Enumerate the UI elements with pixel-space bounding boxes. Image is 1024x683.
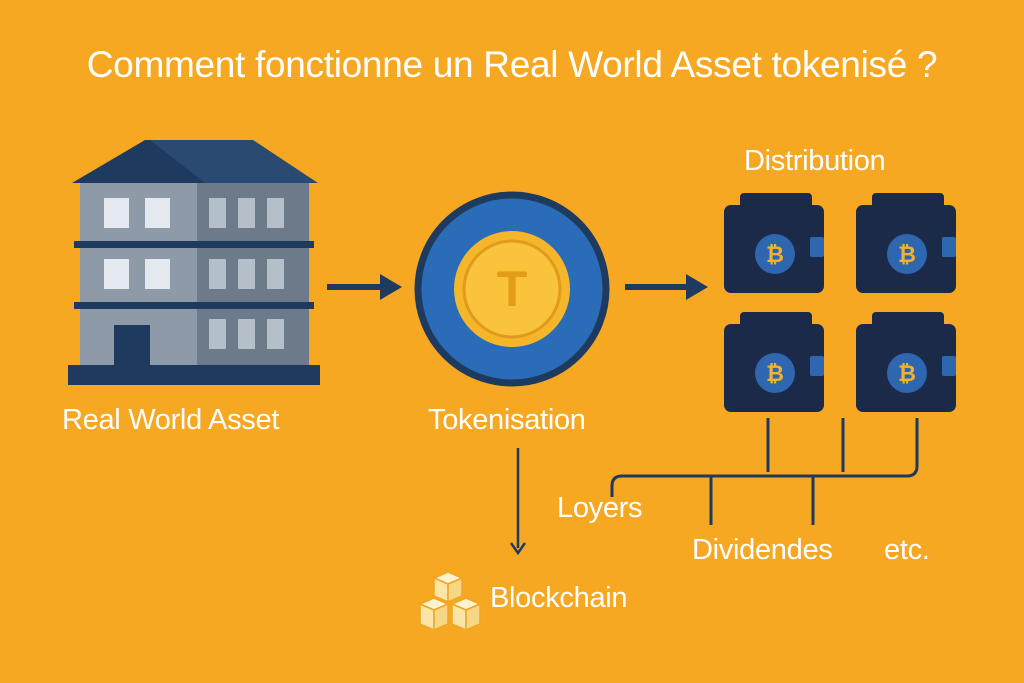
- arrow-token-to-blockchain: [509, 448, 527, 556]
- token-coin-icon: T: [414, 191, 610, 387]
- wallet-icon: ₿: [856, 312, 956, 412]
- label-blockchain: Blockchain: [490, 582, 628, 614]
- token-coin-letter: T: [497, 261, 528, 317]
- blocks-icon: [418, 571, 482, 632]
- wallet-icon: ₿: [724, 193, 824, 293]
- label-etc: etc.: [884, 534, 930, 566]
- arrow-token-to-distribution: [625, 274, 708, 300]
- label-real-world-asset: Real World Asset: [62, 404, 280, 436]
- distribution-connectors: [610, 418, 919, 525]
- bitcoin-symbol: ₿: [898, 243, 916, 268]
- label-distribution: Distribution: [744, 145, 886, 177]
- wallet-icon: ₿: [724, 312, 824, 412]
- label-tokenisation: Tokenisation: [428, 404, 586, 436]
- label-loyers: Loyers: [557, 492, 643, 524]
- wallet-icon: ₿: [856, 193, 956, 293]
- bitcoin-symbol: ₿: [766, 243, 784, 268]
- label-dividendes: Dividendes: [692, 534, 833, 566]
- arrow-asset-to-token: [327, 274, 402, 300]
- building-icon: [68, 140, 320, 385]
- bitcoin-symbol: ₿: [766, 362, 784, 387]
- bitcoin-symbol: ₿: [898, 362, 916, 387]
- page-title: Comment fonctionne un Real World Asset t…: [86, 44, 938, 85]
